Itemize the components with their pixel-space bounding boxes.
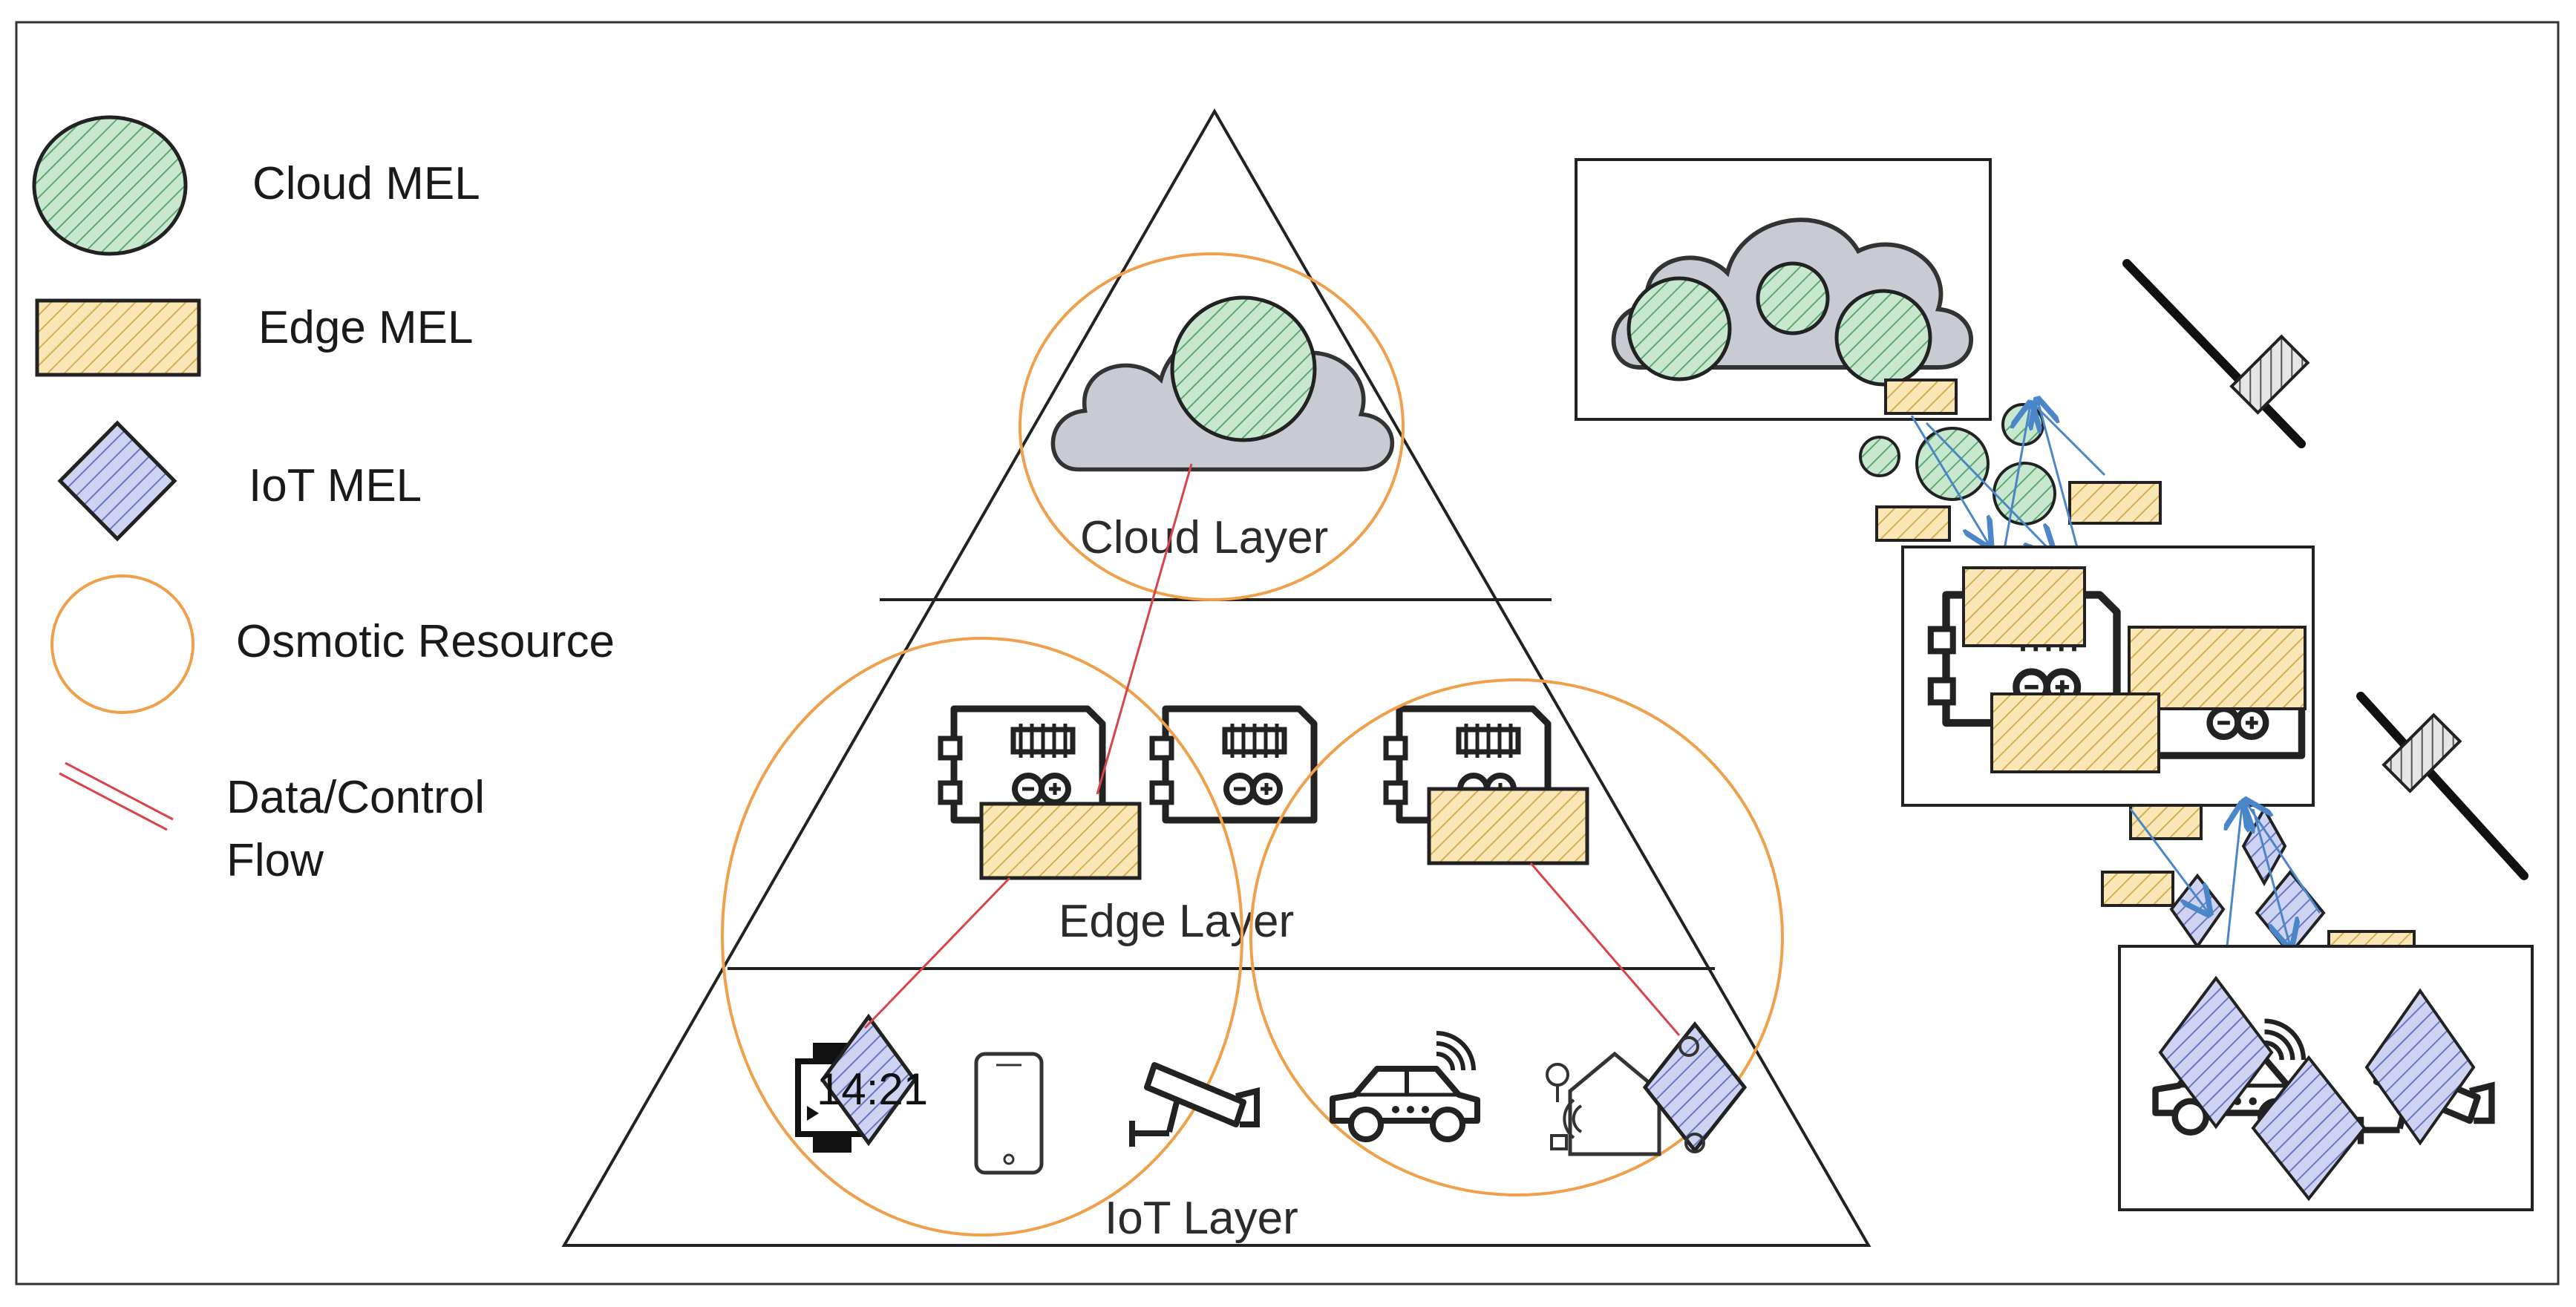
- flow-line-edge-iot-left: [863, 877, 1011, 1029]
- device-clock-text: 14:21: [817, 1064, 928, 1114]
- edge-layer: Edge Layer: [941, 709, 1589, 947]
- migrating-iot-mel: [2169, 873, 2226, 949]
- cloud-mel-node: [1627, 276, 1732, 381]
- migrating-cloud-mel: [1993, 462, 2056, 525]
- legend-iot-mel-swatch: [57, 420, 177, 542]
- legend-osmotic-resource-swatch: [50, 574, 194, 714]
- legend-edge-mel-label: Edge MEL: [258, 302, 474, 353]
- satellite-link-icon: [2356, 692, 2528, 880]
- legend: Cloud MEL Edge MEL IoT MEL Osmotic Resou…: [32, 115, 615, 886]
- figure-border: [15, 21, 2560, 1285]
- osmotic-resource-left: [721, 637, 1243, 1236]
- smartphone-icon: [974, 1052, 1044, 1175]
- cloud-mel-node: [1834, 289, 1932, 387]
- mel-migration-view: [1575, 158, 2534, 1211]
- cloud-layer: Cloud Layer: [1019, 252, 1405, 601]
- edge-mel-node: [1990, 692, 2160, 773]
- cloud-layer-label: Cloud Layer: [1080, 512, 1328, 563]
- migrating-cloud-mel: [1859, 436, 1900, 477]
- migration-arrows-cloud-edge: [1910, 401, 2106, 553]
- legend-cloud-mel-swatch: [32, 115, 188, 256]
- iot-mel-node: [2158, 975, 2274, 1130]
- legend-flow-line-b: [65, 761, 174, 821]
- edge-mel-node: [979, 802, 1142, 880]
- legend-osmotic-resource-label: Osmotic Resource: [236, 616, 615, 667]
- iot-mel-node: [2364, 988, 2476, 1146]
- cloud-mel-node: [1170, 295, 1317, 442]
- edge-mel-node: [1962, 566, 2086, 647]
- migrating-edge-mel: [2068, 481, 2162, 525]
- cloud-mel-node: [1756, 261, 1830, 335]
- sensor-icon: [1684, 1133, 1705, 1153]
- edge-mel-node: [1884, 379, 1958, 415]
- legend-iot-mel-label: IoT MEL: [249, 460, 422, 511]
- legend-cloud-mel-label: Cloud MEL: [252, 158, 480, 209]
- migrating-edge-mel: [2101, 871, 2174, 907]
- legend-flow-label-line1: Data/Control: [226, 772, 485, 823]
- edge-layer-label: Edge Layer: [1059, 896, 1294, 947]
- sensor-icon: [1678, 1036, 1699, 1057]
- smart-home-icon: [1546, 1051, 1661, 1156]
- legend-flow-line-a: [59, 772, 168, 831]
- osmotic-resource-cloud: [1019, 252, 1405, 601]
- migrating-cloud-mel: [2001, 403, 2044, 446]
- flow-line-edge-iot-right: [1529, 862, 1681, 1036]
- osmotic-resource-right: [1249, 678, 1784, 1196]
- iot-layer-label: IoT Layer: [1105, 1193, 1298, 1244]
- migrating-iot-mel: [2255, 869, 2326, 957]
- migration-arrows-edge-iot: [2129, 802, 2321, 946]
- pyramid-outline: [561, 108, 1871, 1247]
- flow-line-cloud-edge: [1096, 463, 1193, 795]
- iot-mel-node: [820, 1013, 918, 1147]
- migrating-cloud-mel: [1915, 427, 1990, 501]
- satellite-link-icon: [2122, 259, 2310, 448]
- layer-pyramid: Cloud Layer Edge Layer 14:21: [561, 108, 1871, 1247]
- migrating-edge-mel: [2129, 804, 2203, 840]
- iot-mel-node: [2251, 1055, 2367, 1202]
- iot-layer: 14:21 IoT Layer: [795, 1013, 1748, 1244]
- migrating-edge-mel: [1875, 505, 1951, 542]
- legend-flow-label-line2: Flow: [226, 835, 324, 886]
- legend-edge-mel-swatch: [35, 298, 201, 377]
- edge-mel-node: [1427, 787, 1589, 865]
